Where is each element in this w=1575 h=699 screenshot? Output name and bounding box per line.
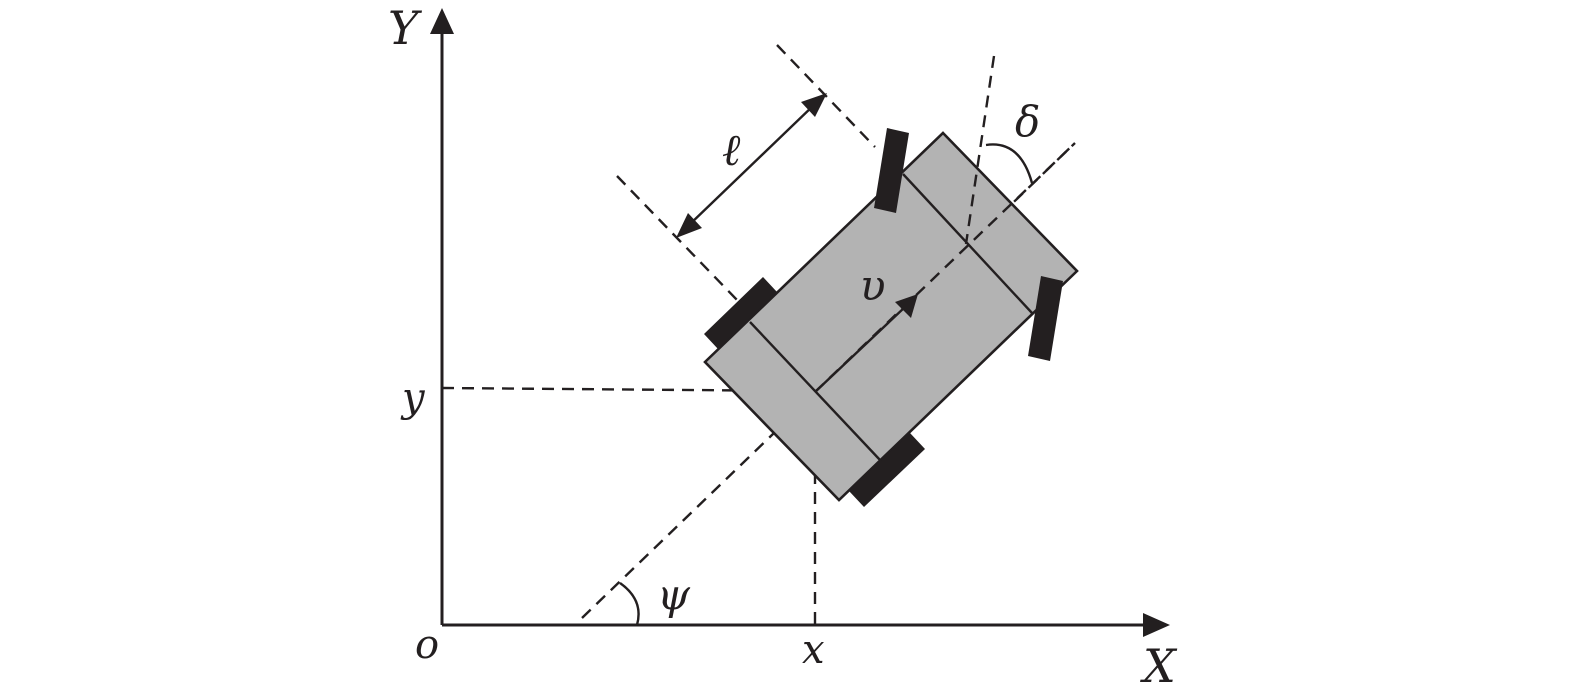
y-coordinate-label: y [400,375,426,421]
x-axis-label: X [1140,639,1178,693]
origin-label: o [415,622,439,668]
x-axis-arrowhead [1143,613,1170,637]
front-left-wheel [874,128,909,213]
velocity-label: υ [860,261,886,310]
rear-axle-extension-dashed-line [616,175,739,302]
heading-angle-label: ψ [657,570,691,619]
steering-angle-arc [985,143,1034,184]
velocity-arrowhead [895,294,918,318]
y-axis-arrowhead [430,8,454,34]
front-axle-extension-dashed-line [776,44,876,148]
velocity-vector-line [814,306,906,393]
y-axis-label: Y [388,1,423,55]
wheelbase-dimension-arrow [676,93,827,238]
wheelbase-label: ℓ [722,125,741,176]
rear-right-wheel [849,433,925,507]
front-axle-line [902,173,1033,314]
coordinate-axes [430,8,1170,637]
rear-left-wheel [704,277,777,349]
steering-dashed-line [964,55,996,245]
x-coordinate-label: x [802,627,825,673]
steering-angle-label: δ [1015,97,1040,146]
heading-angle-arc [619,582,640,626]
front-right-wheel [1028,276,1063,361]
vehicle-body [703,131,1079,502]
